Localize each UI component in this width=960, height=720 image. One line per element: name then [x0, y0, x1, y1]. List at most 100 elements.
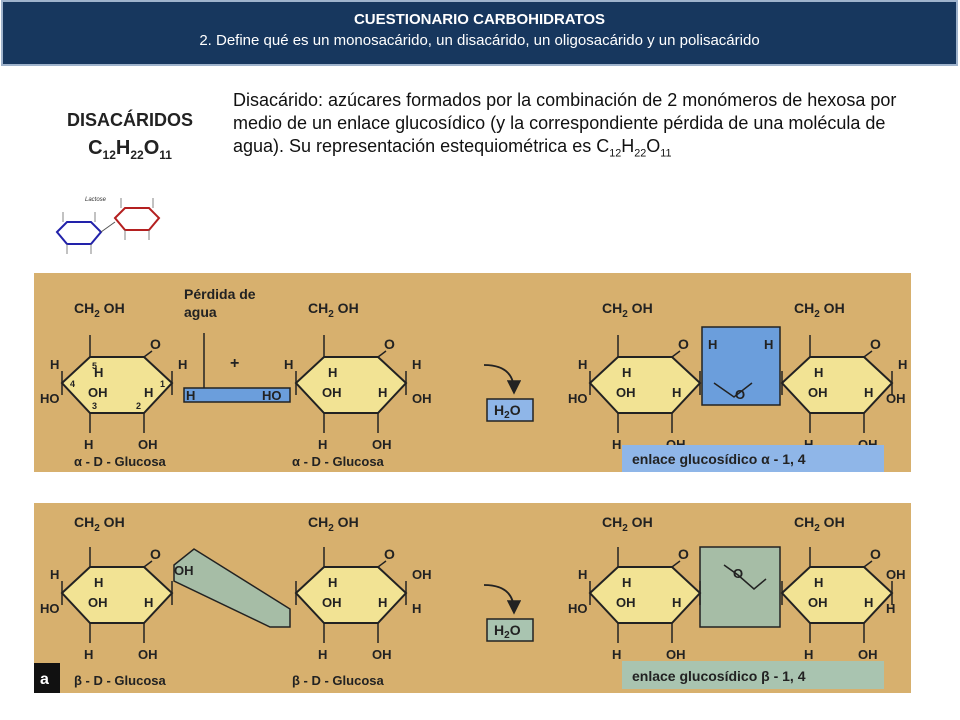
svg-text:H: H [578, 567, 587, 582]
svg-text:CH2 OH: CH2 OH [794, 300, 845, 320]
svg-text:OH: OH [412, 391, 432, 406]
header-title: CUESTIONARIO CARBOHIDRATOS [353, 11, 606, 28]
beta-bond-diagram: CH2 OH O H H OH OH HO H H OH CH2 OH O H … [34, 503, 911, 693]
svg-text:OH: OH [138, 647, 158, 662]
svg-text:OH: OH [886, 391, 906, 406]
svg-text:H: H [612, 437, 621, 452]
mini-label: Lactose [85, 197, 107, 203]
svg-text:CH2 OH: CH2 OH [794, 514, 845, 534]
topic-formula: C12H22O11 [88, 137, 172, 162]
svg-text:H: H [814, 365, 823, 380]
svg-text:CH2 OH: CH2 OH [602, 514, 653, 534]
svg-text:5: 5 [92, 361, 97, 371]
glucose-left: CH2 OH O H H H OH HO H H OH 5 4 3 2 1 [40, 300, 187, 452]
mini-ring-left [55, 221, 103, 245]
svg-text:H: H [708, 337, 717, 352]
left-sugar-label: α - D - Glucosa [74, 454, 167, 469]
reaction-arrow-beta [483, 584, 522, 615]
svg-text:H: H [864, 595, 873, 610]
svg-text:H: H [412, 357, 421, 372]
svg-text:4: 4 [70, 379, 75, 389]
svg-text:3: 3 [92, 401, 97, 411]
glycosidic-bond-highlight-beta [699, 546, 781, 628]
water-molecule-box [486, 398, 534, 422]
svg-text:H: H [318, 647, 327, 662]
definition-formula: C12H22O11 [596, 136, 672, 160]
topic-name: DISACÁRIDOS [66, 110, 193, 130]
maltose-right-ring: CH2 OH O H H OH H OH H OH [781, 300, 907, 452]
svg-text:OH: OH [808, 385, 828, 400]
header-banner: CUESTIONARIO CARBOHIDRATOS 2. Define qué… [1, 0, 958, 66]
definition-body: Disacárido: azúcares formados por la com… [233, 90, 897, 156]
svg-text:CH2 OH: CH2 OH [308, 300, 359, 320]
svg-text:H: H [764, 337, 773, 352]
topic-block: DISACÁRIDOS C12H22O11 [50, 110, 210, 162]
svg-text:H2O: H2O [494, 402, 521, 421]
svg-text:HO: HO [40, 391, 60, 406]
svg-text:OH: OH [322, 595, 342, 610]
svg-text:HO: HO [568, 391, 588, 406]
svg-text:O: O [678, 546, 689, 562]
svg-text:H: H [50, 357, 59, 372]
glucose-right-beta: CH2 OH O H OH OH H H H OH [295, 514, 432, 662]
panel-letter: a [40, 671, 49, 688]
water-molecule-box-beta [486, 618, 534, 642]
svg-text:H: H [84, 437, 93, 452]
glucose-right: CH2 OH O H H H OH H OH H OH [284, 300, 432, 452]
svg-text:H: H [378, 385, 387, 400]
svg-text:O: O [870, 546, 881, 562]
reaction-arrow [483, 364, 522, 395]
right-sugar-label-beta: β - D - Glucosa [292, 673, 384, 688]
svg-text:H: H [378, 595, 387, 610]
svg-text:H: H [578, 357, 587, 372]
svg-text:H: H [186, 388, 195, 403]
svg-text:H: H [612, 647, 621, 662]
svg-text:H: H [804, 437, 813, 452]
svg-text:1: 1 [160, 379, 165, 389]
svg-text:CH2 OH: CH2 OH [602, 300, 653, 320]
svg-text:CH2 OH: CH2 OH [308, 514, 359, 534]
header-question: 2. Define qué es un monosacárido, un dis… [199, 32, 760, 49]
svg-text:H: H [412, 601, 421, 616]
svg-text:H: H [622, 575, 631, 590]
svg-text:OH: OH [666, 647, 686, 662]
svg-text:H: H [804, 647, 813, 662]
svg-text:OH: OH [886, 567, 906, 582]
svg-text:H: H [94, 575, 103, 590]
bond-label-box [622, 445, 884, 472]
panel-letter-box [34, 663, 60, 693]
svg-text:OH: OH [616, 595, 636, 610]
svg-text:OH: OH [372, 437, 392, 452]
svg-text:O: O [733, 566, 743, 581]
svg-text:O: O [678, 336, 689, 352]
svg-text:OH: OH [616, 385, 636, 400]
svg-text:OH: OH [88, 595, 108, 610]
svg-text:H: H [284, 357, 293, 372]
cellobiose-right-ring: CH2 OH O H OH OH H H H OH [781, 514, 906, 662]
maltose-left-ring: CH2 OH O H H OH HO H H OH [568, 300, 701, 452]
svg-text:H2O: H2O [494, 622, 521, 641]
bond-label: enlace glucosídico α - 1, 4 [632, 451, 806, 467]
svg-text:O: O [384, 546, 395, 562]
svg-text:H: H [672, 595, 681, 610]
svg-text:HO: HO [568, 601, 588, 616]
plus-sign: + [230, 355, 239, 372]
svg-text:H: H [814, 575, 823, 590]
svg-text:O: O [150, 336, 161, 352]
svg-text:OH: OH [138, 437, 158, 452]
svg-text:H: H [144, 385, 153, 400]
alpha-bond-diagram: CH2 OH O H H H OH HO H H OH 5 4 3 2 1 H … [34, 273, 911, 472]
svg-text:2: 2 [136, 401, 141, 411]
svg-text:H: H [84, 647, 93, 662]
svg-text:O: O [735, 387, 745, 402]
svg-text:OH: OH [322, 385, 342, 400]
svg-text:OH: OH [412, 567, 432, 582]
svg-text:CH2 OH: CH2 OH [74, 300, 125, 320]
svg-text:H: H [864, 385, 873, 400]
glucose-left-beta: CH2 OH O H H OH OH HO H H OH [40, 514, 194, 662]
bond-label-beta: enlace glucosídico β - 1, 4 [632, 668, 806, 684]
svg-text:OH: OH [858, 647, 878, 662]
svg-text:H: H [50, 567, 59, 582]
svg-text:H: H [622, 365, 631, 380]
svg-text:H: H [318, 437, 327, 452]
